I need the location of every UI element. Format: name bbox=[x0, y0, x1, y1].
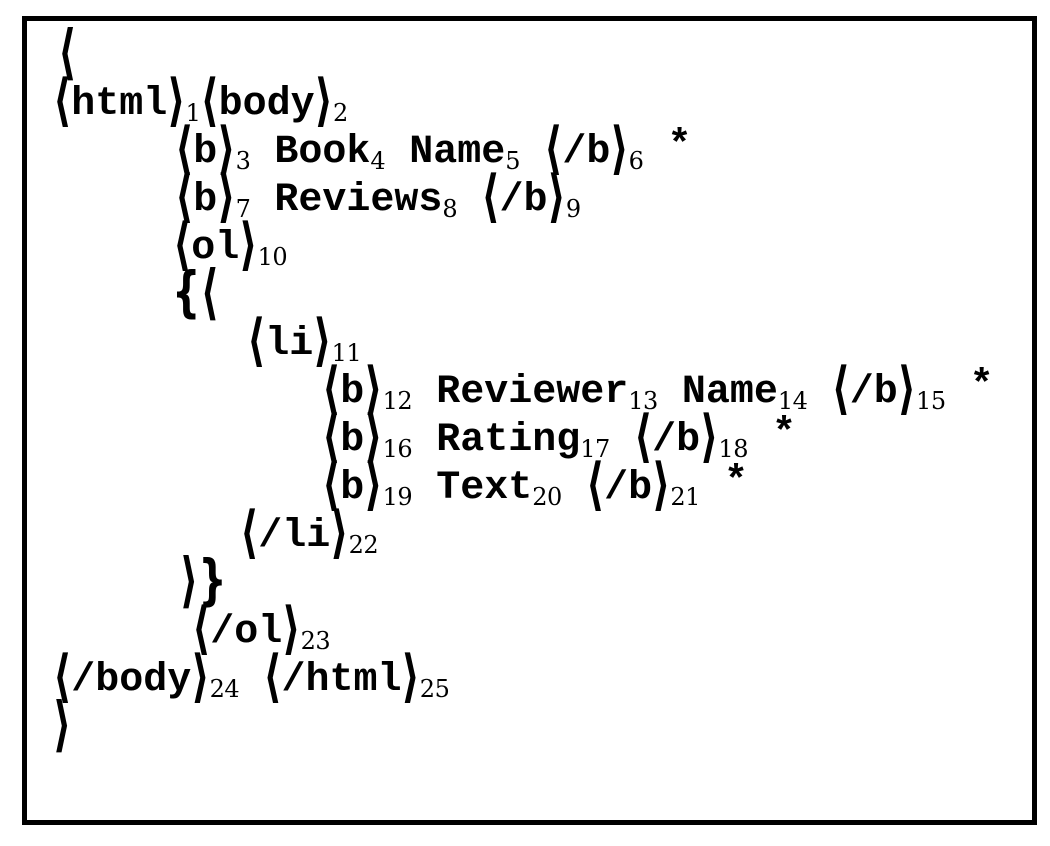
word-name: Name14 bbox=[682, 370, 808, 415]
tag-name: /html bbox=[281, 658, 402, 703]
token-index: 22 bbox=[348, 531, 379, 560]
code-line-5: ⟨ol⟩10 bbox=[53, 225, 1032, 273]
tag-close-html: ⟨/html⟩25 bbox=[263, 644, 450, 710]
token-index: 3 bbox=[235, 147, 251, 176]
token-index: 17 bbox=[580, 435, 610, 464]
tag-close-body: ⟨/body⟩24 bbox=[53, 644, 240, 710]
word-text: Name bbox=[681, 370, 778, 415]
token-index: 14 bbox=[777, 387, 808, 416]
token-index: 5 bbox=[505, 147, 521, 176]
word-name: Name5 bbox=[409, 130, 520, 175]
tag-open-ol: ⟨ol⟩10 bbox=[173, 212, 288, 278]
code-line-12: ⟩} bbox=[180, 546, 227, 616]
token-index: 20 bbox=[532, 483, 562, 512]
token-index: 16 bbox=[382, 435, 413, 464]
word-book: Book4 bbox=[274, 130, 385, 175]
tag-name: /ol bbox=[210, 610, 283, 655]
tag-name: b bbox=[340, 370, 365, 415]
code-lines: ⟨⟨html⟩1⟨body⟩2⟨b⟩3 Book4 Name5 ⟨/b⟩6 *⟨… bbox=[27, 18, 1032, 760]
tag-name: b bbox=[193, 178, 218, 223]
code-line-9: ⟨b⟩16 Rating17 ⟨/b⟩18 * bbox=[53, 404, 1032, 470]
tag-open-html: ⟨html⟩1 bbox=[53, 68, 201, 134]
code-line-13: ⟨/ol⟩23 bbox=[53, 609, 1032, 657]
code-line-2: ⟨html⟩1⟨body⟩2 bbox=[53, 81, 1032, 129]
word-text: Book bbox=[274, 130, 371, 175]
kleene-star: * bbox=[969, 364, 994, 409]
token-index: 7 bbox=[235, 195, 251, 224]
tag-close-b: ⟨/b⟩18 bbox=[633, 404, 749, 470]
token-index: 9 bbox=[565, 195, 581, 224]
tag-name: /b bbox=[849, 370, 898, 415]
token-index: 2 bbox=[332, 99, 348, 128]
kleene-star: * bbox=[667, 124, 692, 169]
code-line-10: ⟨b⟩19 Text20 ⟨/b⟩21 * bbox=[53, 452, 1032, 518]
word-reviewer: Reviewer13 bbox=[436, 370, 658, 415]
token-index: 10 bbox=[257, 243, 288, 272]
tag-close-ol: ⟨/ol⟩23 bbox=[192, 596, 331, 662]
template-figure-frame: ⟨⟨html⟩1⟨body⟩2⟨b⟩3 Book4 Name5 ⟨/b⟩6 *⟨… bbox=[22, 16, 1037, 825]
token-index: 12 bbox=[382, 387, 413, 416]
tag-close-b: ⟨/b⟩21 bbox=[585, 452, 701, 518]
code-line-11: ⟨/li⟩22 bbox=[53, 513, 1032, 561]
word-text: Reviewer bbox=[436, 370, 629, 415]
tag-name: b bbox=[340, 466, 365, 511]
tag-name: /body bbox=[71, 658, 192, 703]
code-line-14: ⟨/body⟩24 ⟨/html⟩25 bbox=[53, 657, 1032, 705]
code-line-6: {⟨ bbox=[172, 258, 219, 328]
kleene-star: * bbox=[724, 460, 749, 505]
word-rating: Rating17 bbox=[436, 418, 610, 463]
token-index: 24 bbox=[209, 675, 240, 704]
token-index: 19 bbox=[382, 483, 413, 512]
tag-name: /b bbox=[604, 466, 653, 511]
token-index: 15 bbox=[916, 387, 946, 416]
tag-open-b: ⟨b⟩12 bbox=[322, 356, 413, 422]
code-line-3: ⟨b⟩3 Book4 Name5 ⟨/b⟩6 * bbox=[53, 116, 1032, 182]
tag-open-b: ⟨b⟩19 bbox=[322, 452, 413, 518]
tag-name: /li bbox=[258, 514, 331, 559]
code-line-1: ⟨ bbox=[58, 18, 77, 88]
word-text: Name bbox=[409, 130, 506, 175]
tag-name: li bbox=[265, 322, 314, 367]
tag-name: b bbox=[340, 418, 365, 463]
token-index: 6 bbox=[628, 147, 644, 176]
tag-open-b: ⟨b⟩7 bbox=[175, 164, 251, 230]
token-index: 25 bbox=[419, 675, 450, 704]
code-line-8: ⟨b⟩12 Reviewer13 Name14 ⟨/b⟩15 * bbox=[53, 356, 1032, 422]
tag-name: body bbox=[218, 82, 315, 127]
tag-name: /b bbox=[562, 130, 611, 175]
tag-close-li: ⟨/li⟩22 bbox=[240, 500, 379, 566]
tag-close-b: ⟨/b⟩9 bbox=[481, 164, 581, 230]
word-text: Text bbox=[436, 466, 533, 511]
tag-open-li: ⟨li⟩11 bbox=[247, 308, 362, 374]
token-index: 4 bbox=[370, 147, 386, 176]
token-index: 18 bbox=[718, 435, 748, 464]
code-line-7: ⟨li⟩11 bbox=[53, 321, 1032, 369]
token-index: 23 bbox=[300, 627, 331, 656]
word-text: Rating bbox=[436, 418, 581, 463]
token-index: 21 bbox=[670, 483, 700, 512]
tag-name: html bbox=[71, 82, 168, 127]
tag-close-b: ⟨/b⟩15 bbox=[831, 356, 946, 422]
token-index: 11 bbox=[331, 339, 362, 368]
tag-open-b: ⟨b⟩3 bbox=[175, 116, 251, 182]
kleene-star: * bbox=[772, 412, 797, 457]
word-reviews: Reviews8 bbox=[274, 178, 457, 223]
tag-open-body: ⟨body⟩2 bbox=[200, 68, 348, 134]
tag-open-b: ⟨b⟩16 bbox=[322, 404, 413, 470]
tag-name: ol bbox=[191, 226, 240, 271]
tag-name: /b bbox=[499, 178, 548, 223]
word-text: Text20 bbox=[436, 466, 562, 511]
tag-name: /b bbox=[652, 418, 701, 463]
word-text: Reviews bbox=[274, 178, 443, 223]
tag-name: b bbox=[193, 130, 218, 175]
code-line-4: ⟨b⟩7 Reviews8 ⟨/b⟩9 bbox=[53, 177, 1032, 225]
token-index: 8 bbox=[442, 195, 458, 224]
token-index: 1 bbox=[185, 99, 201, 128]
token-index: 13 bbox=[628, 387, 658, 416]
code-line-15: ⟩ bbox=[53, 690, 72, 760]
tag-close-b: ⟨/b⟩6 bbox=[544, 116, 644, 182]
